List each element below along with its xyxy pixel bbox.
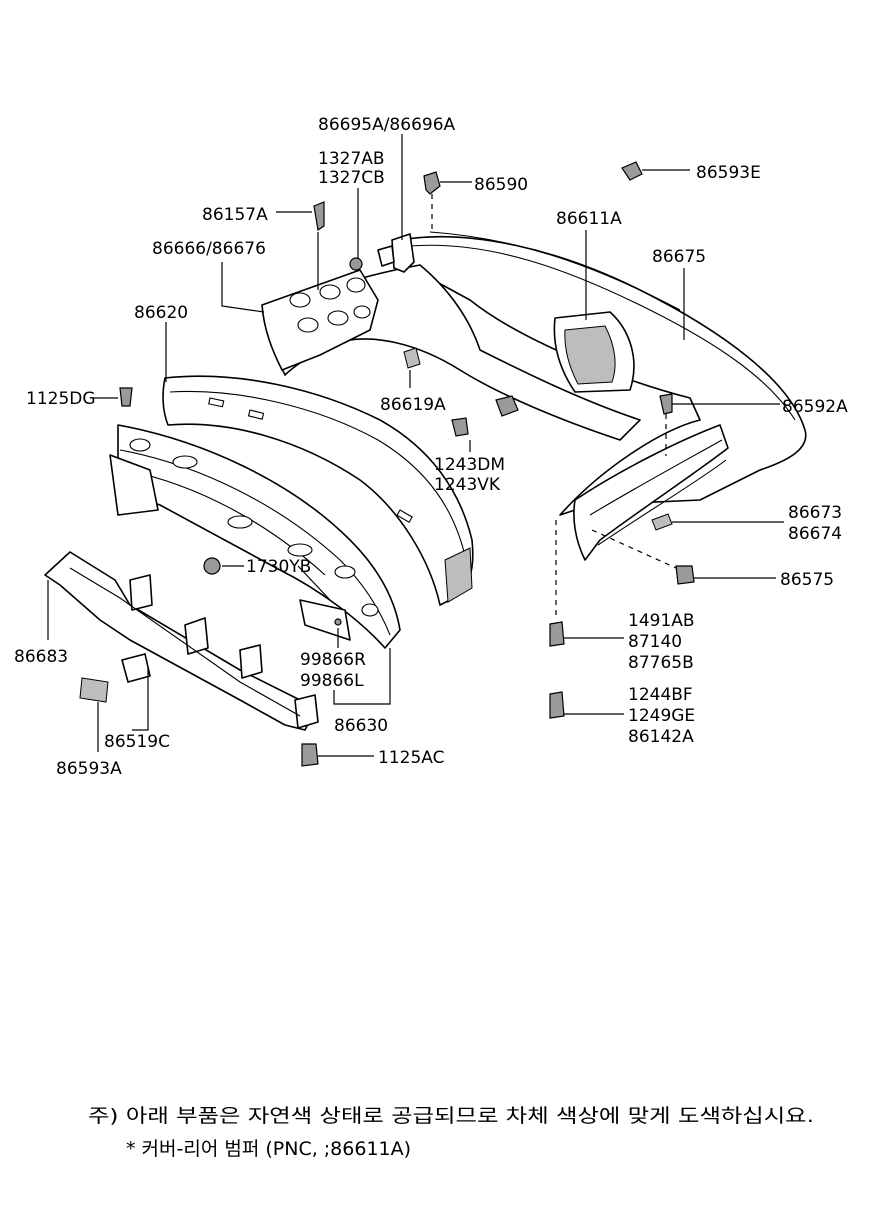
fasteners [119, 161, 695, 767]
label-1491AB: 1491AB [628, 611, 695, 631]
bumper-beam-86630 [109, 424, 401, 649]
label-86592A: 86592A [782, 397, 848, 417]
label-86593A: 86593A [56, 759, 122, 779]
footer-notes: 주) 아래 부품은 자연색 상태로 공급되므로 차체 색상에 맞게 도색하십시요… [88, 1105, 814, 1160]
label-86620: 86620 [134, 303, 188, 323]
label-86619A: 86619A [380, 395, 446, 415]
label-86157A: 86157A [202, 205, 268, 225]
pad-86673 [651, 513, 673, 531]
note-line-2: * 커버-리어 범퍼 (PNC, ;86611A) [126, 1138, 411, 1160]
label-86611A: 86611A [556, 209, 622, 229]
label-86593A [79, 677, 109, 703]
label-99866R: 99866R [300, 650, 366, 670]
label-1327AB: 1327AB [318, 149, 385, 169]
label-86142A: 86142A [628, 727, 694, 747]
plate-86519C [121, 653, 151, 683]
label-86673: 86673 [788, 503, 842, 523]
label-1249GE: 1249GE [628, 706, 695, 726]
label-86590: 86590 [474, 175, 528, 195]
label-87140: 87140 [628, 632, 682, 652]
label-86666: 86666/86676 [152, 239, 266, 259]
pad-86619A [403, 347, 421, 369]
bumper-cover-86611A [261, 231, 807, 561]
label-1327CB: 1327CB [318, 168, 385, 188]
label-1244BF: 1244BF [628, 685, 693, 705]
energy-absorber-86620 [162, 375, 474, 606]
label-87765B: 87765B [628, 653, 694, 673]
label-86593E: 86593E [696, 163, 761, 183]
label-86695A: 86695A/86696A [318, 115, 456, 135]
label-86575: 86575 [780, 570, 834, 590]
part-labels: 86695A/86696A 1327AB 1327CB 86590 86593E… [14, 115, 848, 779]
label-86519C: 86519C [104, 732, 170, 752]
label-1243DM: 1243DM [434, 455, 505, 475]
bracket-86695A [349, 233, 415, 273]
lower-bracket-86683 [44, 551, 319, 731]
label-1125AC: 1125AC [378, 748, 444, 768]
cover-left-bracket [261, 269, 379, 371]
note-line-1: 주) 아래 부품은 자연색 상태로 공급되므로 차체 색상에 맞게 도색하십시요… [88, 1105, 814, 1127]
label-1125DG: 1125DG [26, 389, 96, 409]
label-86630: 86630 [334, 716, 388, 736]
label-86675: 86675 [652, 247, 706, 267]
label-86674: 86674 [788, 524, 842, 544]
label-1243VK: 1243VK [434, 475, 501, 495]
label-99866L: 99866L [300, 671, 364, 691]
label-1730YB: 1730YB [246, 557, 311, 577]
leader-lines [47, 134, 784, 757]
label-86683: 86683 [14, 647, 68, 667]
